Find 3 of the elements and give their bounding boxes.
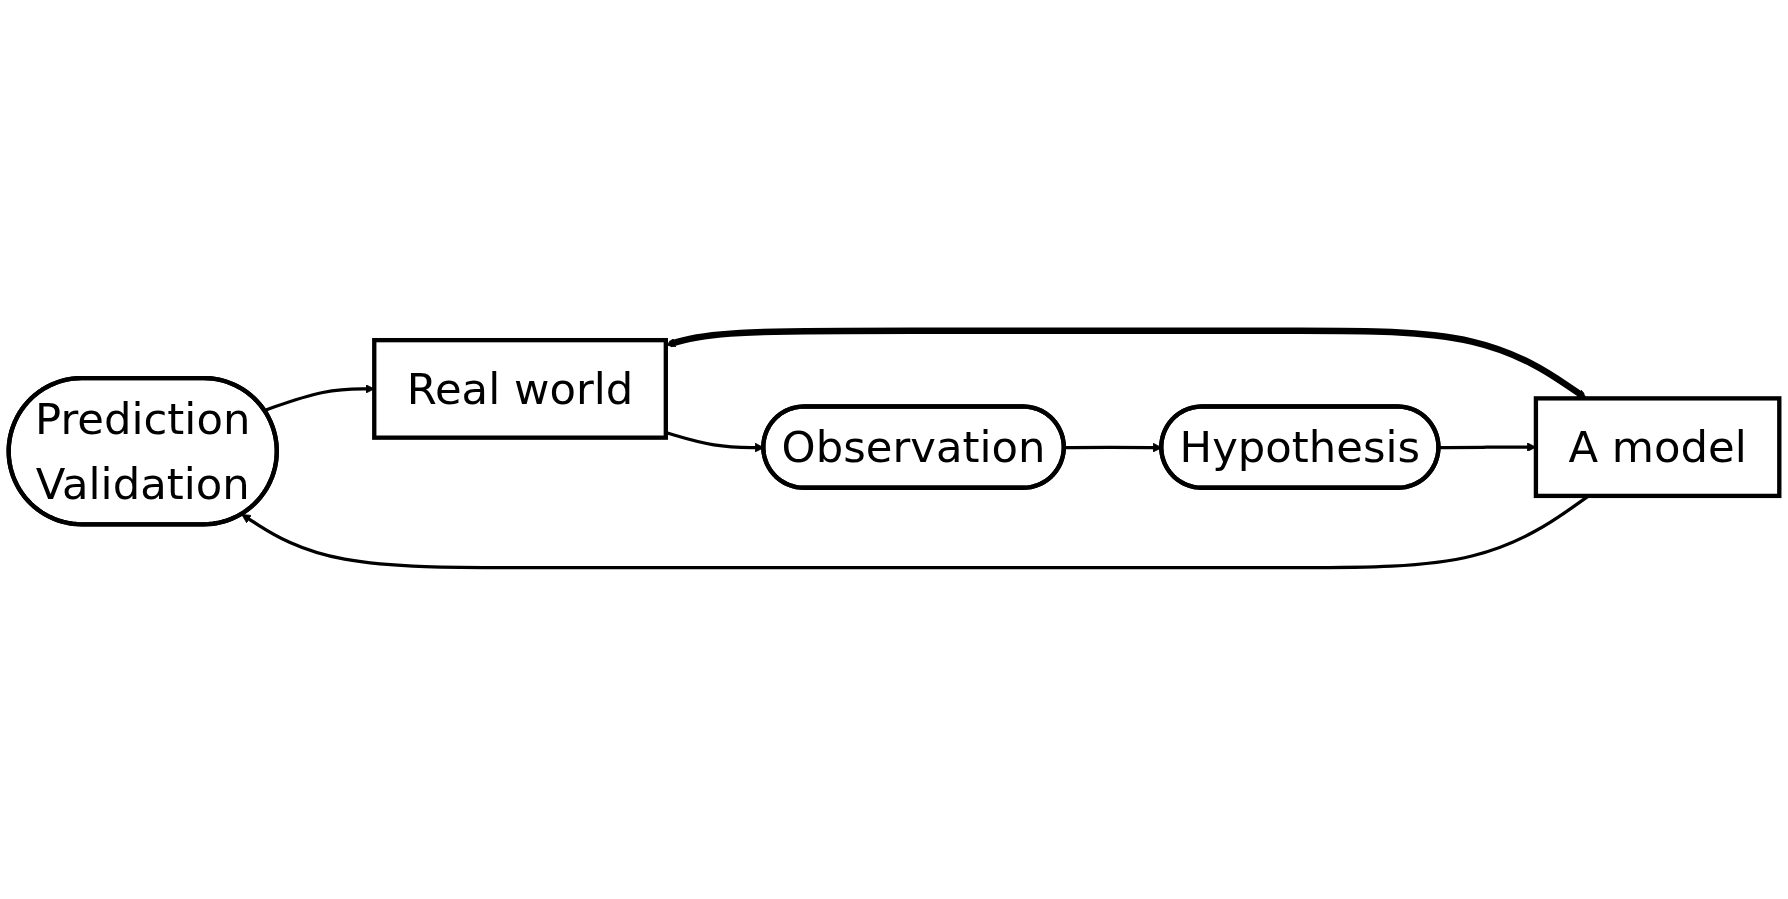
cycle-diagram: Real world Prediction Validation Observation Hypothesis A model: [0, 322, 1788, 577]
node-box: [372, 338, 668, 441]
node-box: [1533, 396, 1782, 499]
